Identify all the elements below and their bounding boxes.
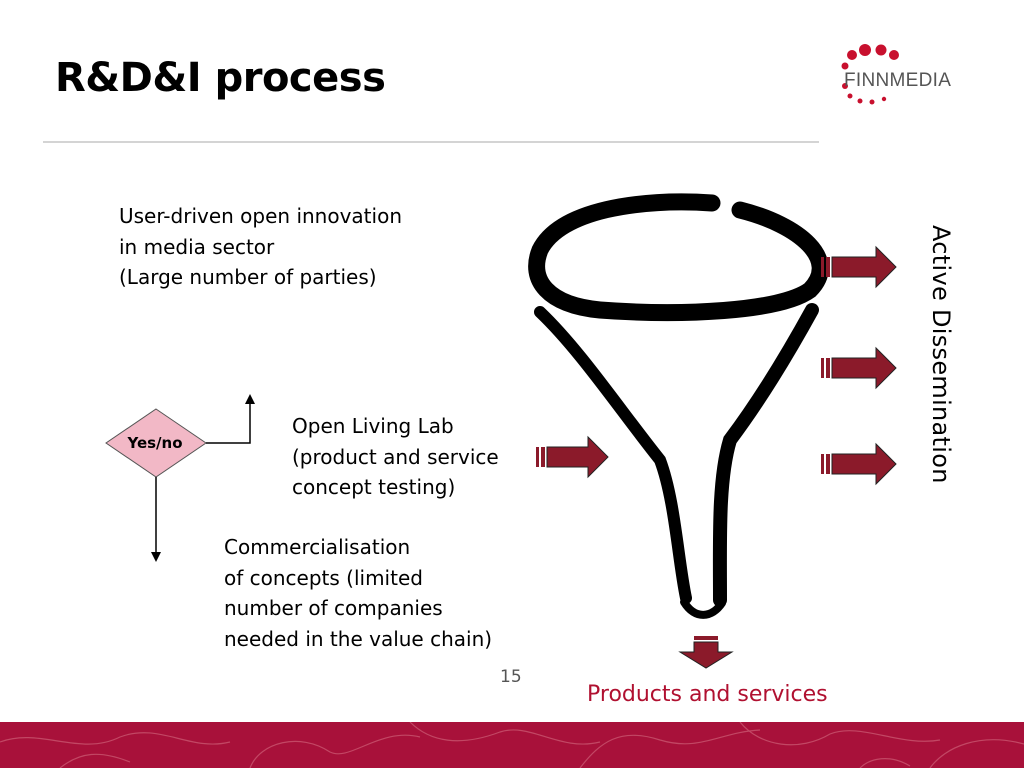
input-arrow: [536, 435, 609, 479]
arrowhead-down: [151, 552, 161, 562]
output-arrow: [678, 636, 734, 669]
flow-lines: [155, 402, 251, 556]
footer-band: [0, 722, 1024, 768]
output-label: Products and services: [587, 682, 828, 707]
funnel-shape: [528, 193, 829, 619]
dissemination-arrow-2: [821, 346, 897, 390]
middle-text: Open Living Lab (product and service con…: [292, 414, 499, 499]
dissemination-arrow-3: [821, 442, 897, 486]
arrowhead-up: [245, 394, 255, 404]
decision-label: Yes/no: [127, 434, 183, 452]
logo-wordmark: FINNMEDIA: [844, 70, 952, 91]
finnmedia-logo: [841, 44, 899, 105]
dissemination-arrow-1: [821, 245, 897, 289]
page-number: 15: [500, 667, 522, 687]
title-divider: [43, 141, 819, 143]
top-text: User-driven open innovation in media sec…: [119, 204, 402, 289]
page-title: R&D&I process: [55, 55, 386, 101]
side-label: Active Dissemination: [927, 225, 955, 484]
bottom-text: Commercialisation of concepts (limited n…: [224, 535, 493, 651]
